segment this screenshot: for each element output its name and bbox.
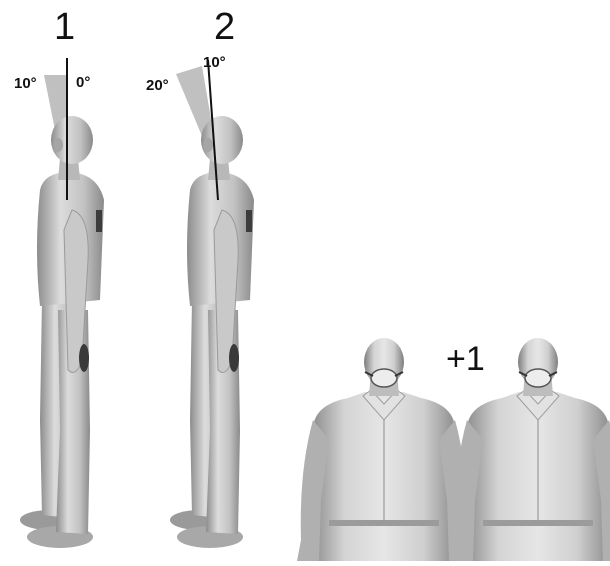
panel-1 bbox=[20, 58, 104, 548]
angle-label-1-right: 0° bbox=[76, 75, 90, 90]
side-view-figure-1 bbox=[20, 116, 104, 548]
angle-label-2-left: 20° bbox=[146, 78, 169, 93]
angle-label-1-left: 10° bbox=[14, 76, 37, 91]
panel-2 bbox=[170, 60, 254, 548]
panel-label-2: 2 bbox=[214, 8, 235, 46]
angle-label-2-right: 10° bbox=[203, 55, 226, 70]
panel-label-1: 1 bbox=[54, 8, 75, 46]
side-view-figure-2 bbox=[170, 116, 254, 548]
front-view-figure-left bbox=[297, 338, 471, 561]
panel-label-plus-1: +1 bbox=[446, 342, 485, 376]
